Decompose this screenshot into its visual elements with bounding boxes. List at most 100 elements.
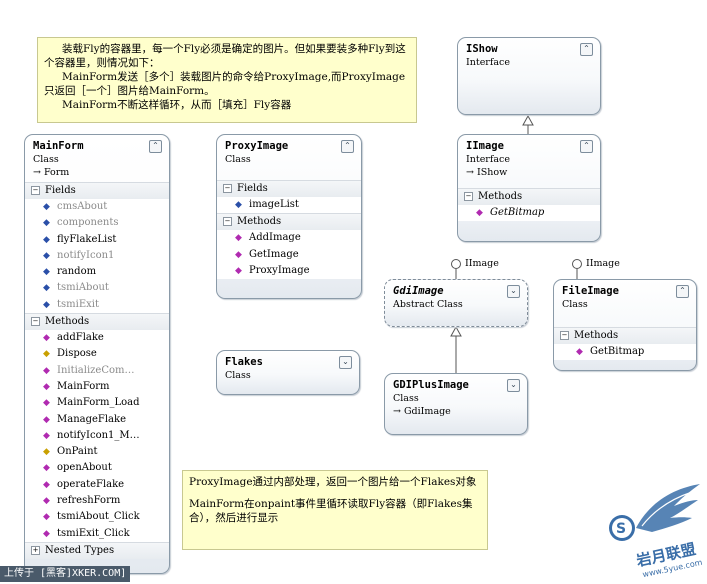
- fileimage-methods-section[interactable]: −Methods: [554, 327, 696, 344]
- minus-icon[interactable]: −: [560, 331, 569, 340]
- class-mainform[interactable]: MainForm Class →Form ⌃ −Fields ◆cmsAbout…: [24, 134, 170, 574]
- method-icon: ◆: [43, 333, 50, 344]
- method-item[interactable]: ◆tsmiAbout_Click: [25, 509, 169, 525]
- minus-icon[interactable]: −: [223, 217, 232, 227]
- method-name: GetImage: [249, 248, 299, 260]
- note-bottom: ProxyImage通过内部处理，返回一个图片给一个Flakes对象 MainF…: [182, 470, 488, 550]
- collapse-icon[interactable]: ⌃: [341, 140, 354, 153]
- watermark-logo: S 岩月联盟 www.5yue.com: [596, 480, 704, 579]
- field-item[interactable]: ◆tsmiAbout: [25, 280, 169, 296]
- nested-label: Nested Types: [45, 544, 115, 556]
- class-flakes[interactable]: Flakes Class ⌄: [216, 350, 360, 395]
- mainform-nested-section[interactable]: + Nested Types: [25, 541, 169, 559]
- lollipop-fileimage: IImage: [572, 258, 620, 269]
- fileimage-body: −Methods ◆GetBitmap: [554, 327, 696, 361]
- method-name: GetBitmap: [590, 346, 645, 357]
- field-item[interactable]: ◆components: [25, 215, 169, 231]
- method-icon: ◆: [43, 479, 50, 490]
- minus-icon[interactable]: −: [31, 317, 40, 327]
- class-gdiplusimage[interactable]: GDIPlusImage Class →GdiImage ⌄: [384, 373, 528, 435]
- minus-icon[interactable]: −: [31, 186, 40, 195]
- method-item[interactable]: ◆MainForm: [25, 379, 169, 395]
- method-icon: ◆: [235, 233, 242, 244]
- ishow-title: IShow: [466, 43, 498, 55]
- method-item[interactable]: ◆tsmiExit_Click: [25, 526, 169, 542]
- method-name: tsmiAbout_Click: [57, 511, 140, 523]
- minus-icon[interactable]: −: [223, 184, 232, 193]
- fileimage-header: FileImage Class ⌃: [554, 280, 696, 314]
- method-item[interactable]: ◆AddImage: [217, 230, 361, 246]
- proxyimage-body: −Fields ◆imageList −Methods ◆AddImage ◆G…: [217, 180, 361, 280]
- method-name: MainForm_Load: [57, 397, 140, 409]
- collapse-icon[interactable]: ⌃: [676, 285, 689, 298]
- field-item[interactable]: ◆flyFlakeList: [25, 232, 169, 248]
- field-icon: ◆: [43, 267, 50, 278]
- class-fileimage[interactable]: FileImage Class ⌃ −Methods ◆GetBitmap: [553, 279, 697, 371]
- plus-icon[interactable]: +: [31, 545, 40, 555]
- methods-label: Methods: [237, 216, 282, 228]
- method-item[interactable]: ◆GetBitmap: [458, 205, 600, 221]
- expand-icon[interactable]: ⌄: [339, 356, 352, 369]
- gdiplusimage-title: GDIPlusImage: [393, 379, 469, 391]
- field-item[interactable]: ◆imageList: [217, 197, 361, 213]
- interface-iimage[interactable]: IImage Interface →IShow ⌃ −Methods ◆GetB…: [457, 134, 601, 242]
- interface-circle-icon: [451, 258, 461, 269]
- method-item[interactable]: ◆ProxyImage: [217, 263, 361, 279]
- method-item[interactable]: ◆openAbout: [25, 460, 169, 476]
- field-icon: ◆: [43, 202, 50, 212]
- method-item[interactable]: ◆operateFlake: [25, 477, 169, 493]
- proxyimage-stereotype: Class: [225, 154, 251, 165]
- method-item[interactable]: ◆GetBitmap: [554, 344, 696, 360]
- field-item[interactable]: ◆tsmiExit: [25, 297, 169, 313]
- gdiimage-title: GdiImage: [393, 285, 444, 297]
- method-name: MainForm: [57, 380, 110, 392]
- proxyimage-methods-section[interactable]: −Methods: [217, 213, 361, 231]
- field-item[interactable]: ◆random: [25, 264, 169, 280]
- mainform-base-name: Form: [43, 167, 70, 178]
- lollipop-gdiimage: IImage: [451, 258, 499, 269]
- minus-icon[interactable]: −: [464, 192, 473, 201]
- iimage-header: IImage Interface →IShow ⌃: [458, 135, 600, 182]
- iimage-base: →IShow: [466, 167, 592, 178]
- proxyimage-fields-section[interactable]: −Fields: [217, 180, 361, 197]
- class-proxyimage[interactable]: ProxyImage Class ⌃ −Fields ◆imageList −M…: [216, 134, 362, 299]
- method-item[interactable]: ◆addFlake: [25, 330, 169, 346]
- method-item[interactable]: ◆MainForm_Load: [25, 395, 169, 411]
- method-item[interactable]: ◆notifyIcon1_M…: [25, 428, 169, 444]
- method-item[interactable]: ◆Dispose: [25, 346, 169, 362]
- collapse-icon[interactable]: ⌃: [580, 140, 593, 153]
- method-item[interactable]: ◆refreshForm: [25, 493, 169, 509]
- expand-icon[interactable]: ⌄: [507, 285, 520, 298]
- iimage-methods-section[interactable]: −Methods: [458, 188, 600, 205]
- mainform-methods-list: ◆addFlake◆Dispose◆InitializeCom…◆MainFor…: [25, 330, 169, 542]
- svg-text:S: S: [616, 521, 626, 537]
- interface-ishow[interactable]: IShow Interface ⌃: [457, 37, 601, 115]
- note-top-line3: MainForm不断这样循环，从而［填充］Fly容器: [62, 99, 292, 111]
- field-item[interactable]: ◆notifyIcon1: [25, 248, 169, 264]
- gdiplusimage-base-name: GdiImage: [403, 406, 451, 417]
- collapse-icon[interactable]: ⌃: [580, 43, 593, 56]
- note-top-line1: 装载Fly的容器里，每一个Fly必须是确定的图片。但如果要装多种Fly到这个容器…: [44, 43, 406, 69]
- method-item[interactable]: ◆ GetImage: [217, 247, 361, 263]
- mainform-fields-section[interactable]: −Fields: [25, 182, 169, 199]
- method-name: OnPaint: [57, 446, 98, 458]
- collapse-icon[interactable]: ⌃: [149, 140, 162, 153]
- mainform-fields-list: ◆cmsAbout◆components◆flyFlakeList◆notify…: [25, 199, 169, 313]
- mainform-title: MainForm: [33, 140, 84, 152]
- method-item[interactable]: ◆OnPaint: [25, 444, 169, 460]
- method-name: Dispose: [57, 348, 97, 360]
- flakes-stereotype: Class: [225, 370, 251, 381]
- method-item[interactable]: ◆ManageFlake: [25, 412, 169, 428]
- field-item[interactable]: ◆cmsAbout: [25, 199, 169, 215]
- method-item[interactable]: ◆InitializeCom…: [25, 363, 169, 379]
- method-name: ManageFlake: [57, 413, 126, 425]
- gdiimage-header: GdiImage Abstract Class ⌄: [385, 280, 527, 314]
- mainform-header: MainForm Class →Form ⌃: [25, 135, 169, 182]
- iimage-base-name: IShow: [476, 167, 508, 178]
- expand-icon[interactable]: ⌄: [507, 379, 520, 392]
- abstract-class-gdiimage[interactable]: GdiImage Abstract Class ⌄: [384, 279, 528, 327]
- mainform-methods-section[interactable]: −Methods: [25, 313, 169, 331]
- field-name: imageList: [249, 199, 299, 210]
- method-icon: ◆: [235, 249, 242, 260]
